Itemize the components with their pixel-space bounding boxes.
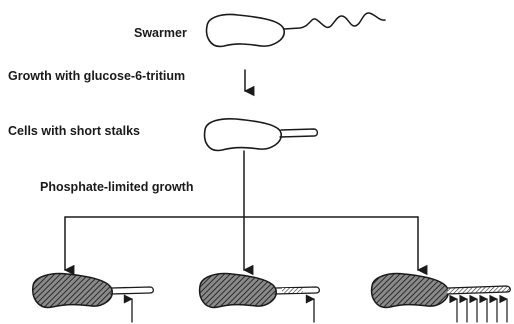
swarmer-cell <box>207 13 385 46</box>
stalk-right <box>447 286 510 294</box>
stalk-middle-labeled-segment <box>282 288 303 293</box>
stalk-left <box>111 287 153 294</box>
labeled-cell-left <box>33 274 154 322</box>
short-stalks-label: Cells with short stalks <box>8 124 140 138</box>
swarmer-label: Swarmer <box>134 26 187 40</box>
branch-arrows <box>65 151 418 270</box>
phosphate-label: Phosphate-limited growth <box>40 180 193 194</box>
labeled-cell-middle <box>200 274 320 322</box>
short-stalk-cell <box>205 119 318 151</box>
flagellum <box>284 13 385 29</box>
growth-label: Growth with glucose-6-tritium <box>8 69 185 83</box>
short-stalk <box>280 129 317 137</box>
labeled-cell-right <box>372 274 511 322</box>
